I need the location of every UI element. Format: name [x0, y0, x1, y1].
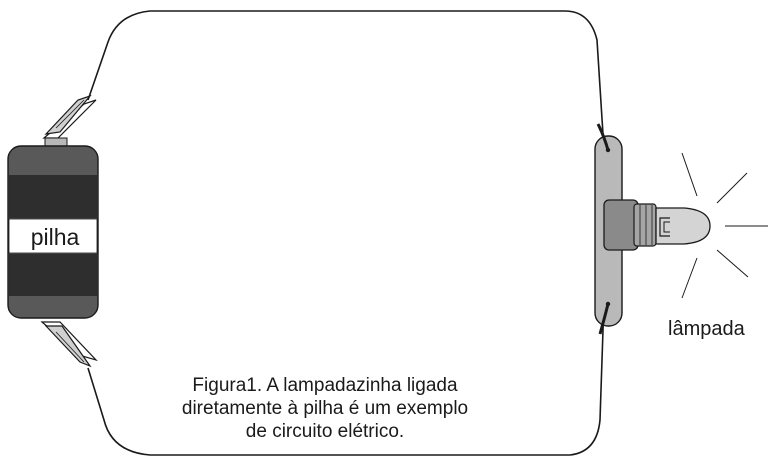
- figure-caption: Figura1. A lampadazinha ligada diretamen…: [140, 374, 510, 443]
- battery-label-band: [8, 218, 98, 254]
- light-bulb-icon: [603, 199, 711, 251]
- caption-line: Figura1. A lampadazinha ligada: [192, 375, 458, 396]
- alligator-clip-top-icon: [42, 94, 97, 139]
- alligator-clip-bottom-icon: [40, 321, 98, 368]
- caption-line: de circuito elétrico.: [245, 421, 405, 442]
- bulb-label: lâmpada: [668, 318, 745, 340]
- light-rays-icon: [681, 152, 768, 299]
- battery: [7, 137, 99, 319]
- battery-label: pilha: [30, 224, 80, 250]
- wire: [87, 10, 605, 456]
- battery-band-bottom: [9, 254, 97, 296]
- caption-line: diretamente à pilha é um exemplo: [181, 398, 469, 419]
- battery-band-top: [9, 175, 97, 218]
